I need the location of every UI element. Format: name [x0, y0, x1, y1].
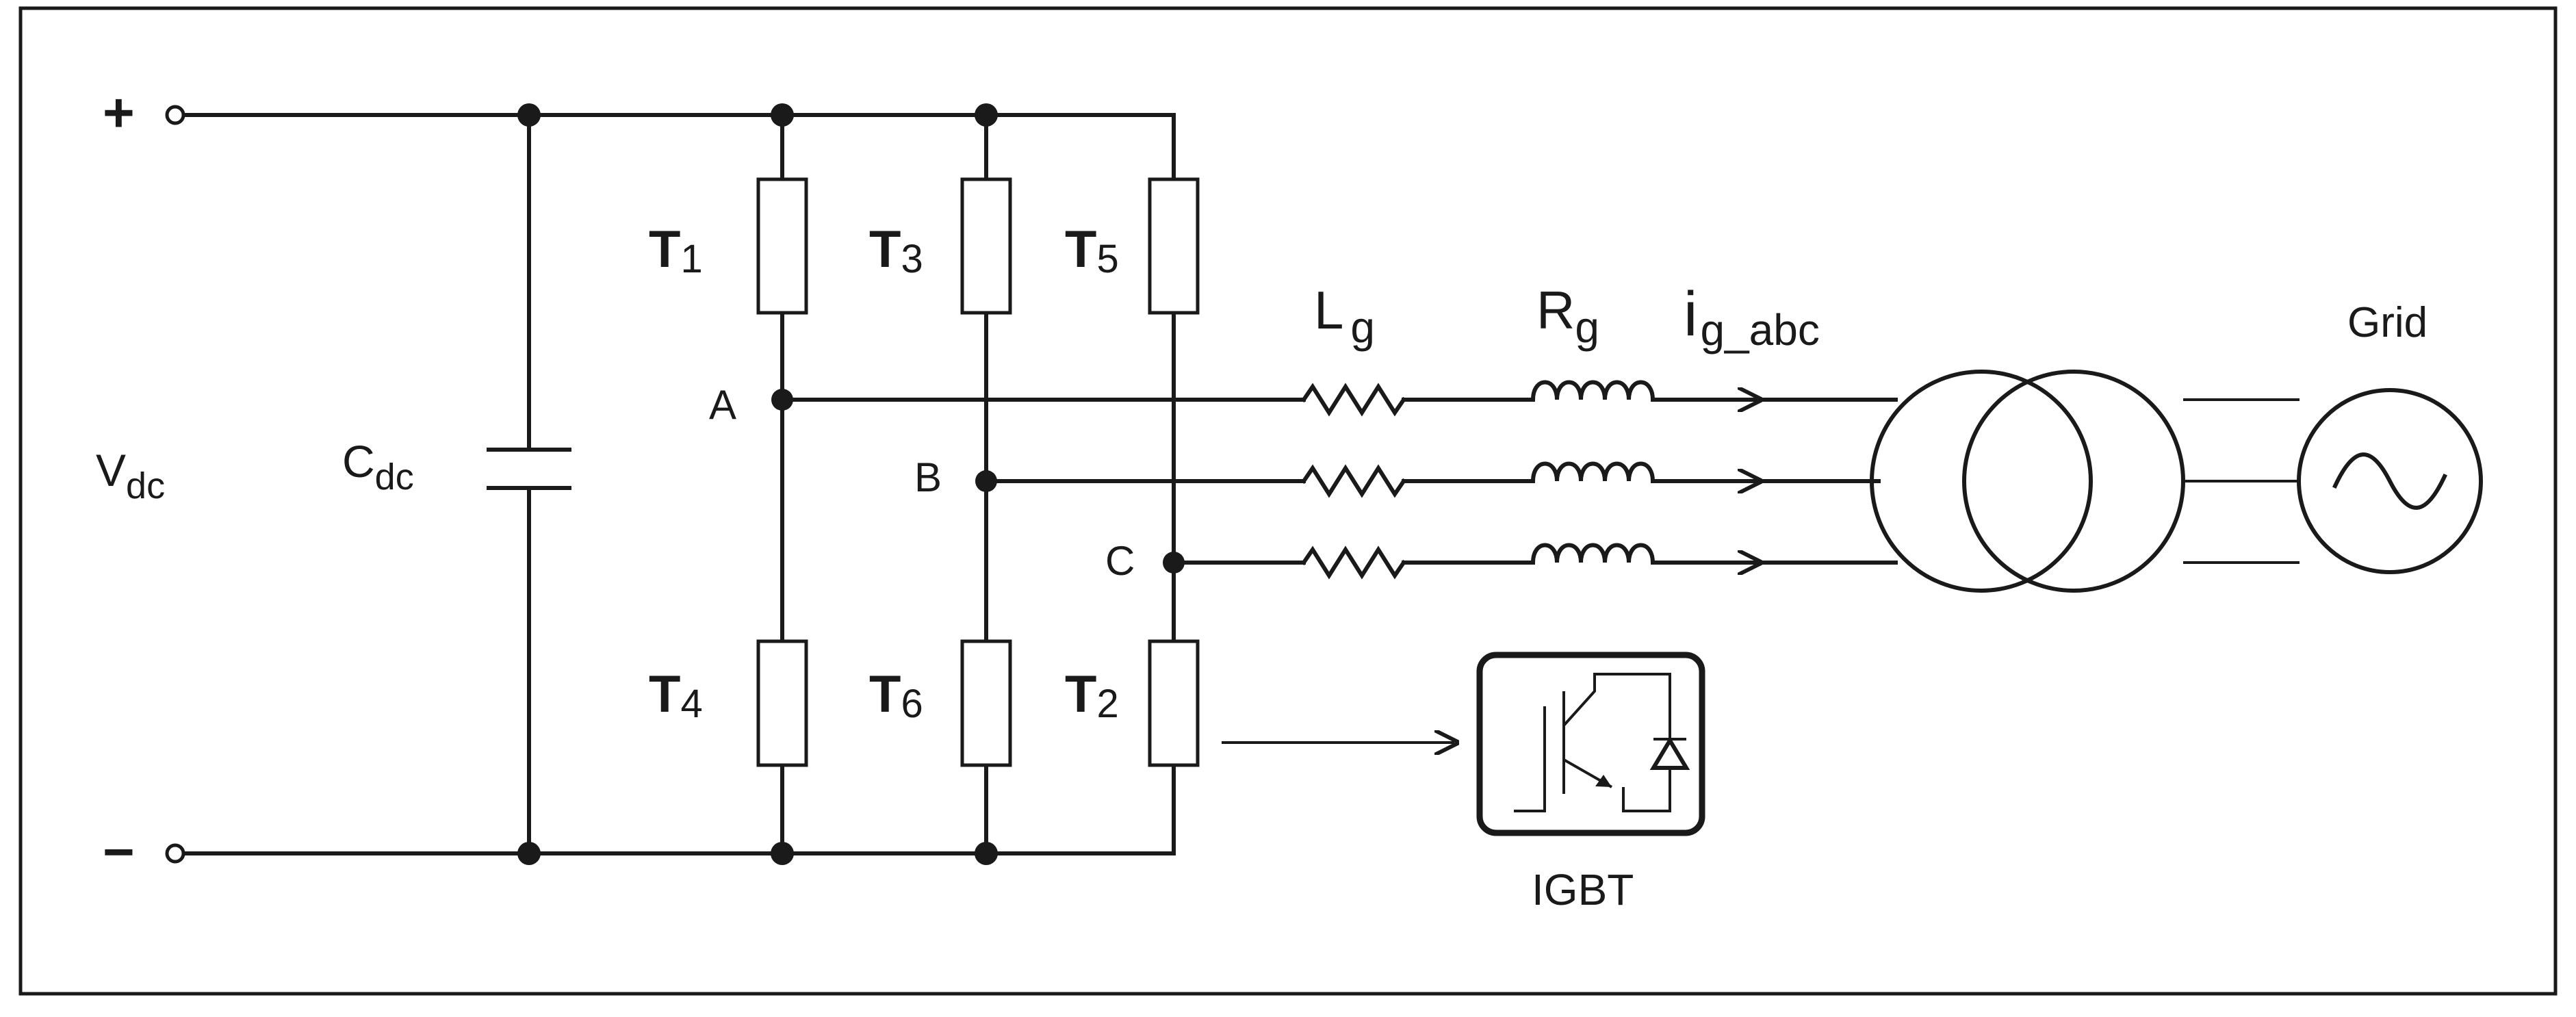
vdc-label: Vdc	[96, 445, 165, 506]
grid-label: Grid	[2347, 299, 2427, 346]
junction-dot	[771, 103, 794, 127]
t1-label: T1	[649, 220, 703, 281]
igbt-label: IGBT	[1532, 865, 1634, 914]
cdc-label: Cdc	[342, 436, 414, 498]
switch-t6	[960, 639, 1012, 767]
switch-t3	[960, 177, 1012, 315]
phase-a-output-line	[780, 380, 1898, 417]
switch-t4	[756, 639, 808, 767]
node-a-dot	[771, 389, 793, 411]
grid-source-symbol	[2297, 388, 2483, 574]
node-c-dot	[1163, 552, 1185, 574]
plus-sign-label: +	[103, 82, 135, 143]
negative-terminal	[165, 843, 185, 864]
junction-dot	[517, 842, 541, 865]
junction-dot	[975, 842, 998, 865]
igbt-icon	[1476, 652, 1705, 836]
junction-dot	[975, 103, 998, 127]
dc-negative-rail	[181, 763, 1176, 855]
rg-label: Rg	[1536, 280, 1599, 352]
positive-terminal	[165, 105, 185, 125]
switch-t2	[1148, 639, 1200, 767]
t5-label: T5	[1065, 220, 1119, 281]
dc-link-capacitor	[487, 113, 571, 855]
node-b-label: B	[914, 454, 942, 500]
phase-b-output-line	[984, 461, 1881, 498]
t3-label: T3	[869, 220, 923, 281]
switch-t1	[756, 177, 808, 315]
ig-label: ig_abc	[1684, 279, 1820, 355]
dc-positive-rail	[181, 113, 1176, 181]
t6-label: T6	[869, 665, 923, 726]
phase-c-output-line	[1172, 543, 1898, 580]
transformer-symbol	[1870, 370, 2300, 593]
switch-t5	[1148, 177, 1200, 315]
diagram-frame	[18, 6, 2558, 996]
t4-label: T4	[649, 665, 703, 726]
node-b-dot	[975, 470, 997, 492]
phase-leg-a	[756, 113, 808, 855]
node-a-label: A	[709, 382, 736, 428]
phase-leg-c	[1148, 177, 1200, 767]
t2-label: T2	[1065, 665, 1119, 726]
junction-dot	[771, 842, 794, 865]
phase-leg-b	[960, 113, 1012, 855]
junction-dot	[517, 103, 541, 127]
sine-wave-icon	[2332, 452, 2447, 510]
node-c-label: C	[1105, 538, 1135, 584]
minus-sign-label: −	[103, 821, 135, 882]
